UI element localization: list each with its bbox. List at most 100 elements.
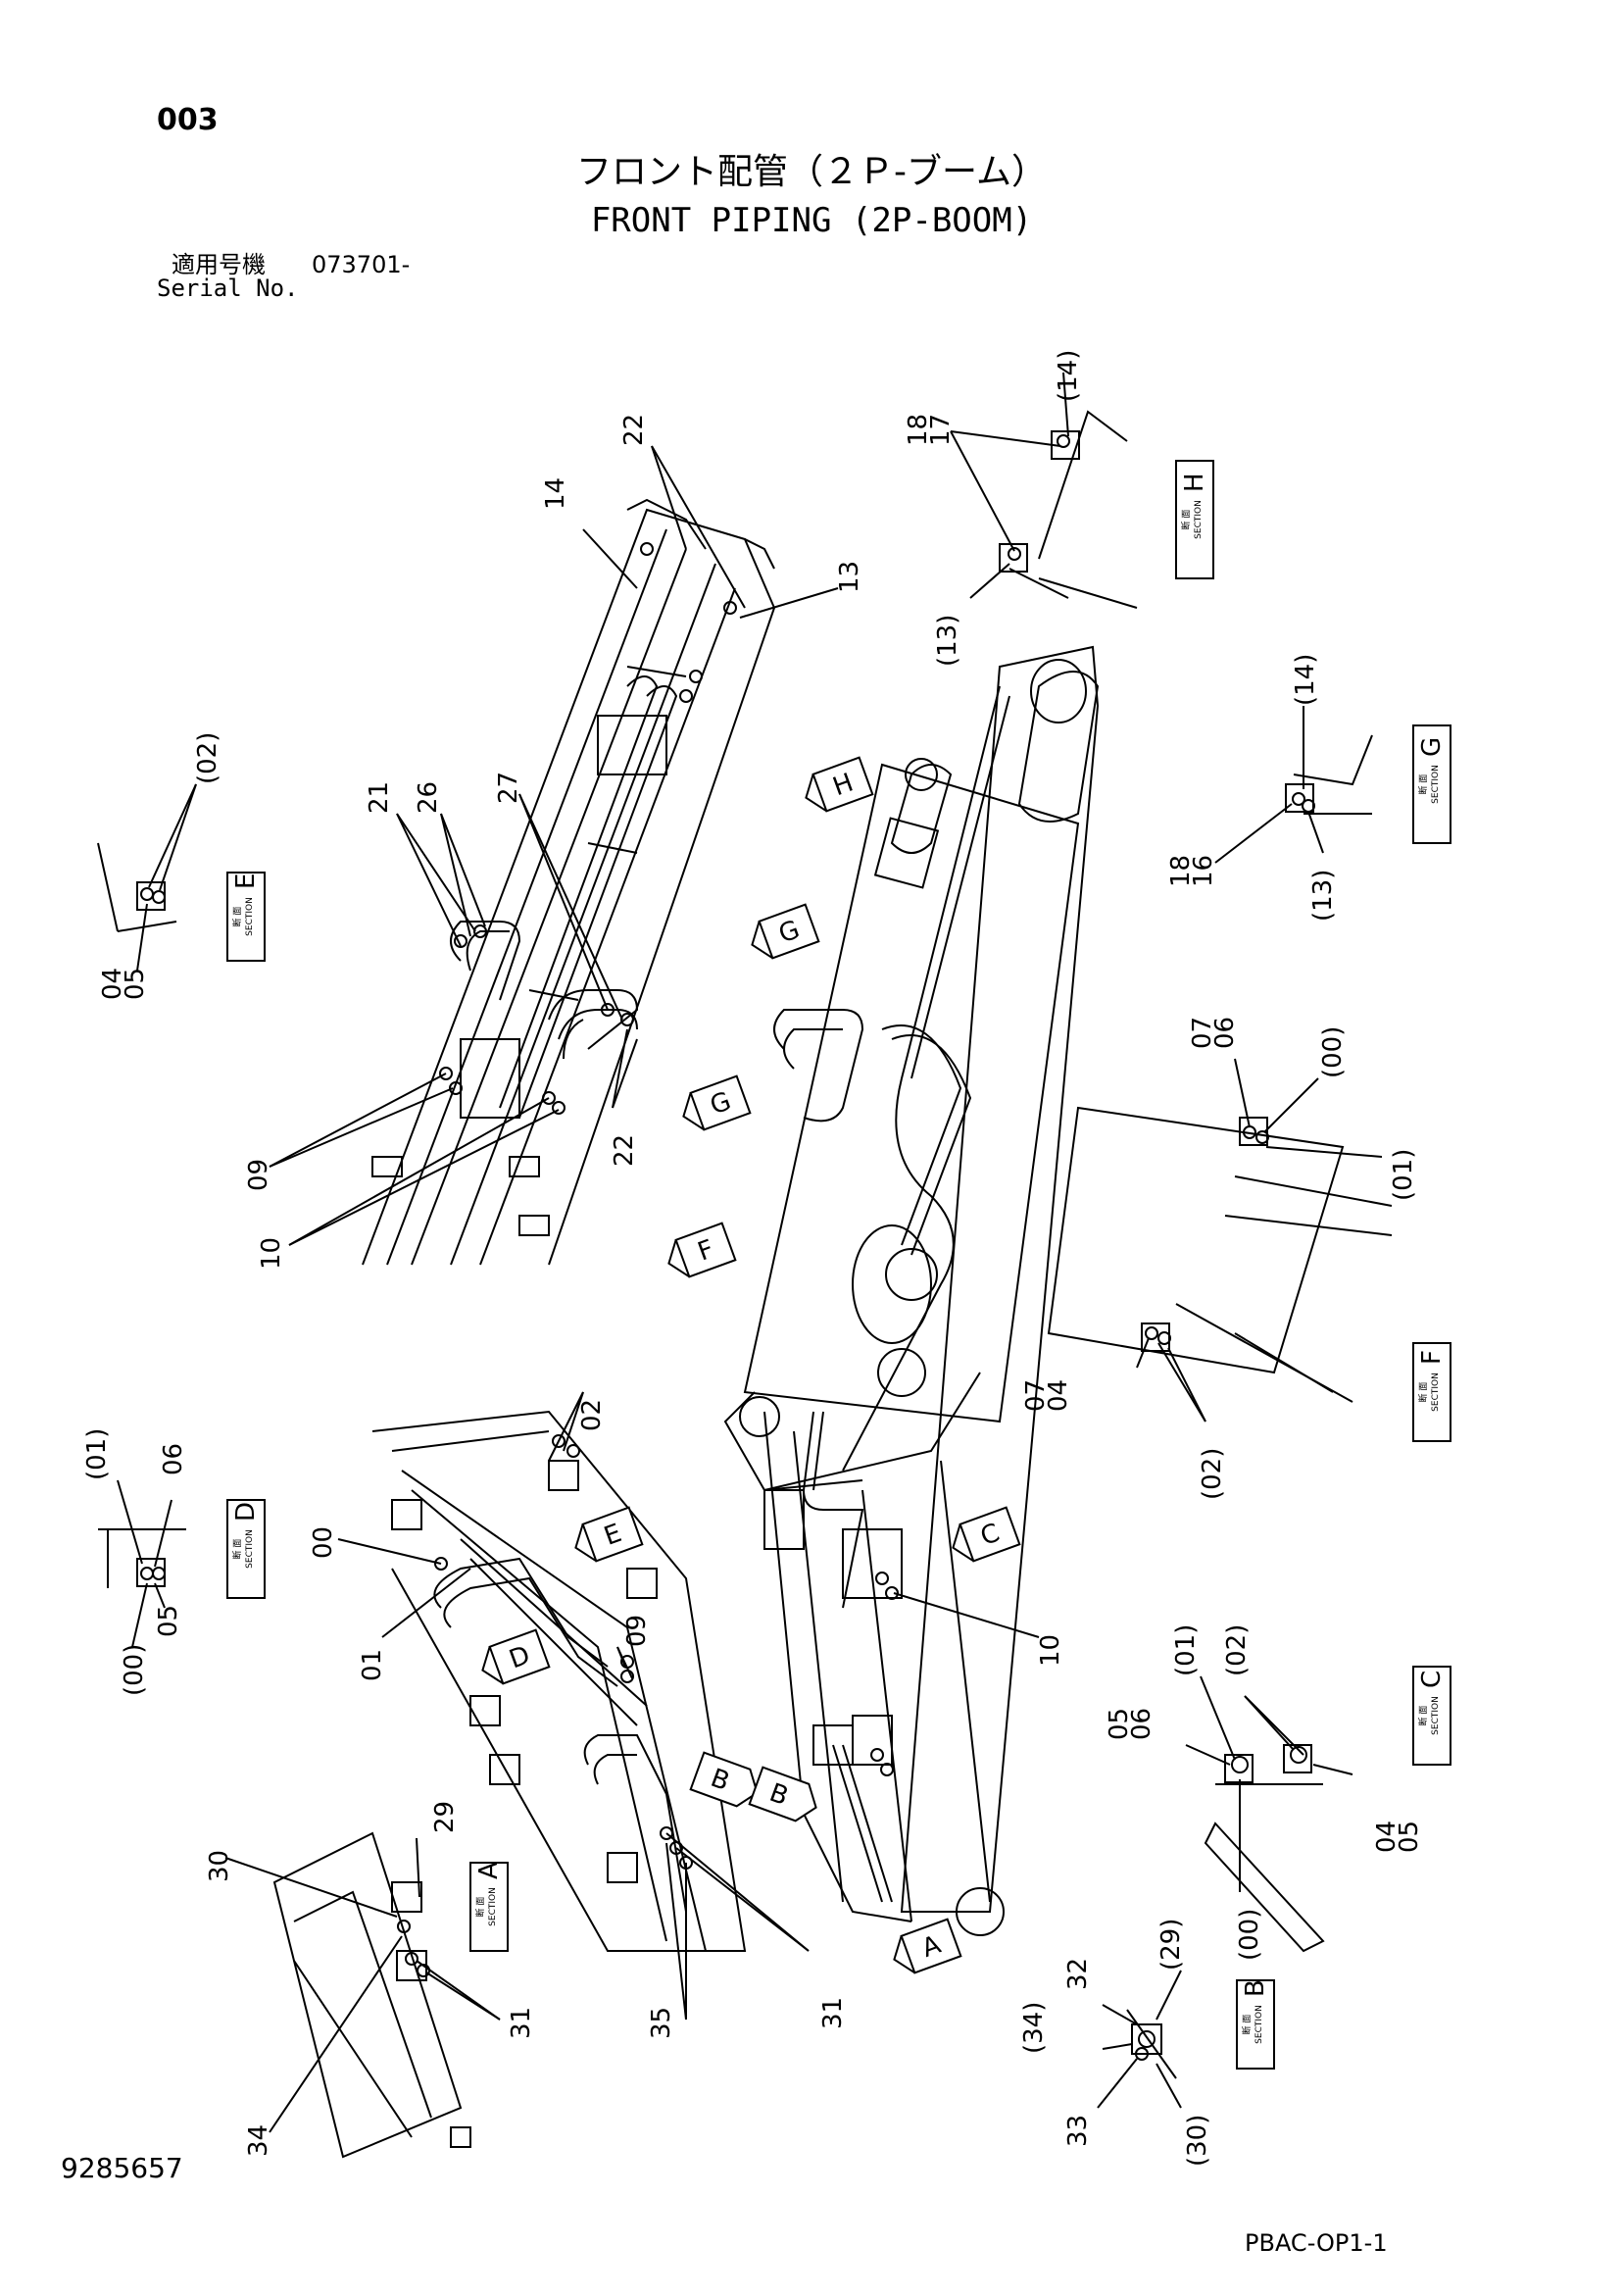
part-label: (00) — [120, 1644, 149, 1696]
part-label: 07 — [1188, 1017, 1217, 1049]
part-label: 13 — [835, 561, 864, 593]
part-label: (01) — [82, 1428, 112, 1480]
view-arrow-g-upper: G — [751, 903, 820, 960]
part-label: 06 — [1210, 1017, 1240, 1049]
svg-text:断 面: 断 面 — [1180, 510, 1192, 530]
svg-text:C: C — [1417, 1671, 1447, 1688]
svg-text:SECTION: SECTION — [1254, 2005, 1264, 2044]
svg-text:H: H — [1180, 473, 1209, 492]
svg-text:断 面: 断 面 — [1417, 1382, 1429, 1403]
part-label: 10 — [1036, 1634, 1065, 1667]
part-label: 06 — [1127, 1708, 1156, 1740]
view-arrow-f: F — [667, 1222, 737, 1278]
page-title-english: FRONT PIPING (2P-BOOM) — [590, 201, 1033, 240]
section-d-detail — [98, 1479, 266, 1648]
svg-text:SECTION: SECTION — [1431, 1696, 1441, 1735]
part-label: 30 — [205, 1850, 234, 1882]
view-arrow-g-lower: G — [682, 1074, 752, 1131]
part-label: (29) — [1156, 1919, 1186, 1971]
page-number: 003 — [157, 103, 219, 137]
part-label: (02) — [1198, 1448, 1227, 1500]
part-label: 26 — [414, 781, 443, 814]
part-label: 22 — [610, 1134, 639, 1167]
part-label: 18 — [1166, 855, 1196, 887]
section-marker-a: 断 面 SECTION A — [474, 1862, 504, 1926]
part-label: 17 — [926, 414, 956, 446]
view-arrows: H G G F E D C B B A — [481, 756, 1021, 1974]
part-label: 16 — [1189, 855, 1218, 887]
svg-text:SECTION: SECTION — [488, 1887, 498, 1926]
svg-text:A: A — [474, 1862, 504, 1879]
part-label: 21 — [365, 781, 394, 814]
section-marker-c: 断 面 SECTION C — [1417, 1671, 1447, 1735]
part-label: (00) — [1235, 1909, 1264, 1961]
svg-text:断 面: 断 面 — [1417, 774, 1429, 795]
part-label: 27 — [494, 772, 523, 804]
part-labels-lower-boom: 02 00 01 09 10 — [309, 1399, 1065, 1681]
part-label: 05 — [1395, 1821, 1424, 1853]
svg-text:断 面: 断 面 — [474, 1897, 486, 1918]
svg-text:B: B — [1241, 1979, 1270, 1997]
part-labels-section-e: (02) 04 05 — [98, 732, 222, 1000]
part-label: 34 — [244, 2124, 273, 2157]
lower-boom-detail — [337, 1391, 810, 2021]
svg-text:F: F — [1417, 1350, 1447, 1365]
part-label: (01) — [1389, 1149, 1418, 1201]
view-arrow-h: H — [805, 756, 874, 813]
part-label: 09 — [244, 1159, 273, 1191]
part-labels-cylinder-mount: 31 35 — [647, 1997, 848, 2039]
boom-assembly — [723, 645, 1100, 1936]
svg-text:E: E — [231, 873, 261, 889]
view-arrow-b-left: B — [689, 1751, 759, 1808]
part-label: 14 — [541, 477, 570, 510]
part-label: (13) — [933, 615, 962, 667]
part-labels-section-g: (14) 18 16 (13) — [1166, 654, 1338, 922]
section-f-detail — [1047, 1058, 1451, 1442]
part-label: 32 — [1063, 1958, 1093, 1990]
section-g-detail — [1214, 706, 1451, 864]
svg-text:SECTION: SECTION — [1431, 1373, 1441, 1412]
section-marker-b: 断 面 SECTION B — [1241, 1979, 1270, 2044]
svg-text:SECTION: SECTION — [245, 1529, 255, 1569]
part-labels-section-h: (14) 18 17 (13) — [904, 350, 1083, 667]
svg-text:断 面: 断 面 — [1417, 1706, 1429, 1726]
part-label: 04 — [1044, 1379, 1073, 1412]
svg-text:断 面: 断 面 — [1241, 2015, 1253, 2035]
section-marker-e: 断 面 SECTION E — [231, 873, 261, 936]
part-label: (14) — [1291, 654, 1320, 706]
part-label: 31 — [507, 2007, 536, 2039]
svg-text:断 面: 断 面 — [231, 907, 243, 927]
page-title-japanese: フロント配管（２Ｐ-ブーム） — [576, 152, 1047, 192]
part-labels-section-d: (01) 06 05 (00) — [82, 1428, 188, 1696]
part-label: 04 — [98, 968, 127, 1000]
part-labels-section-b: 32 (29) (34) 33 (30) — [1019, 1919, 1212, 2167]
document-number: 9285657 — [61, 2152, 183, 2184]
part-label: (02) — [193, 732, 222, 784]
part-label: 33 — [1063, 2115, 1093, 2147]
part-label: 07 — [1021, 1379, 1051, 1412]
section-marker-g: 断 面 SECTION G — [1417, 737, 1447, 804]
view-arrow-c: C — [952, 1506, 1021, 1563]
sheet-code: PBAC-OP1-1 — [1245, 2229, 1388, 2257]
part-label: (02) — [1222, 1624, 1252, 1676]
view-arrow-d: D — [481, 1628, 551, 1685]
part-label: 22 — [619, 414, 649, 446]
view-arrow-a: A — [893, 1918, 962, 1974]
section-marker-d: 断 面 SECTION D — [231, 1502, 261, 1569]
upper-boom-detail — [269, 445, 839, 1266]
section-e-detail — [97, 783, 266, 972]
section-b-detail — [1097, 1970, 1275, 2109]
part-label: 18 — [904, 414, 933, 446]
part-label: 09 — [622, 1615, 652, 1647]
svg-text:SECTION: SECTION — [1431, 765, 1441, 804]
part-label: 06 — [159, 1443, 188, 1475]
part-label: (34) — [1019, 2002, 1049, 2054]
part-label: (14) — [1054, 350, 1083, 402]
section-marker-h: 断 面 SECTION H — [1180, 473, 1209, 538]
part-label: 05 — [154, 1605, 183, 1637]
svg-text:断 面: 断 面 — [231, 1539, 243, 1560]
svg-text:SECTION: SECTION — [1194, 500, 1204, 539]
svg-text:D: D — [231, 1502, 261, 1522]
part-labels-section-c: (01) (02) 05 06 04 05 (00) — [1105, 1624, 1424, 1961]
